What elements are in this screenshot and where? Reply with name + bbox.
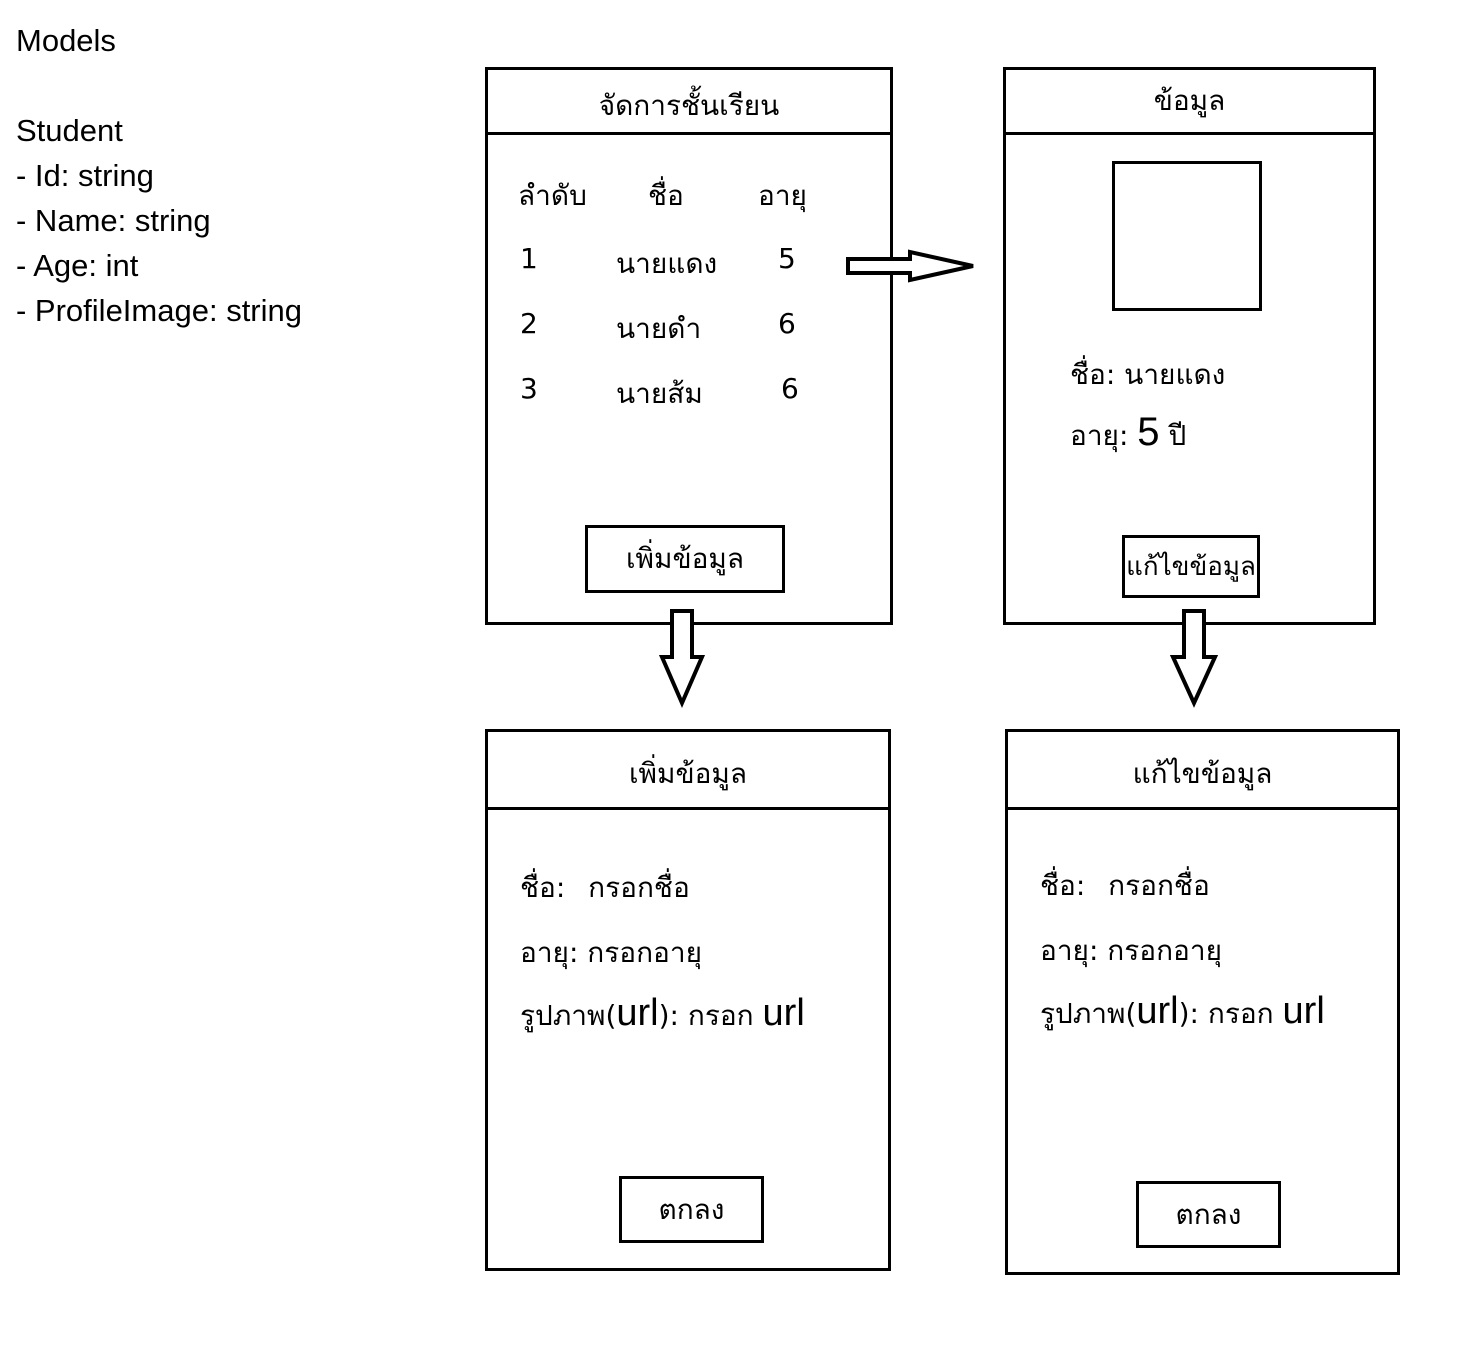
column-header-name: ชื่อ: [648, 179, 684, 212]
row-age: 6: [778, 307, 796, 340]
image-url-field-row: รูปภาพ(url): กรอก url: [1040, 990, 1325, 1036]
image-url-input[interactable]: กรอก url: [687, 992, 805, 1034]
name-value: นายแดง: [1124, 358, 1226, 391]
arrow-down-icon: [1169, 609, 1219, 708]
column-header-age: อายุ: [758, 179, 807, 212]
model-entity-name: Student: [16, 113, 123, 148]
page-title: จัดการชั้นเรียน: [598, 89, 780, 122]
model-field: - Name: string: [16, 203, 211, 238]
row-order: 3: [520, 372, 538, 405]
age-label: อายุ:: [520, 936, 579, 969]
row-name: นายดำ: [616, 312, 702, 345]
name-field-row: ชื่อ: กรอกชื่อ: [1040, 864, 1210, 908]
screen-title-bar: ข้อมูล: [1006, 70, 1373, 135]
age-label: อายุ:: [1070, 419, 1129, 452]
row-order: 1: [520, 242, 538, 275]
age-field-row: อายุ: กรอกอายุ: [1040, 929, 1222, 973]
screen-title-bar: แก้ไขข้อมูล: [1008, 732, 1397, 810]
age-label: อายุ:: [1040, 934, 1099, 967]
arrow-down-icon: [658, 609, 706, 709]
image-url-field-row: รูปภาพ(url): กรอก url: [520, 992, 805, 1038]
edit-data-button[interactable]: แก้ไขข้อมูล: [1122, 535, 1260, 598]
detail-name-row: ชื่อ: นายแดง: [1070, 353, 1225, 397]
row-age: 6: [781, 372, 799, 405]
add-data-screen: เพิ่มข้อมูล ชื่อ: กรอกชื่อ อายุ: กรอกอาย…: [485, 729, 891, 1271]
arrow-right-icon: [846, 249, 974, 283]
ok-button[interactable]: ตกลง: [1136, 1181, 1281, 1248]
name-label: ชื่อ:: [1040, 869, 1086, 902]
image-url-input[interactable]: กรอก url: [1207, 990, 1325, 1032]
profile-image-placeholder: [1112, 161, 1262, 311]
image-url-label: รูปภาพ(url):: [1040, 990, 1199, 1032]
row-age: 5: [778, 242, 796, 275]
row-name: นายส้ม: [616, 377, 703, 410]
age-value: 5: [1137, 410, 1160, 454]
model-field: - ProfileImage: string: [16, 293, 302, 328]
age-input[interactable]: กรอกอายุ: [587, 936, 703, 969]
class-list-screen: จัดการชั้นเรียน ลำดับ ชื่อ อายุ 1 นายแดง…: [485, 67, 893, 625]
screen-title-bar: เพิ่มข้อมูล: [488, 732, 888, 810]
student-detail-screen: ข้อมูล ชื่อ: นายแดง อายุ: 5 ปี แก้ไขข้อม…: [1003, 67, 1376, 625]
age-field-row: อายุ: กรอกอายุ: [520, 931, 702, 975]
screen-title-bar: จัดการชั้นเรียน: [488, 70, 890, 135]
models-heading: Models: [16, 23, 116, 58]
name-input[interactable]: กรอกชื่อ: [1108, 869, 1210, 902]
age-input[interactable]: กรอกอายุ: [1107, 934, 1223, 967]
model-field: - Id: string: [16, 158, 154, 193]
column-header-order: ลำดับ: [518, 179, 587, 212]
name-label: ชื่อ:: [520, 871, 566, 904]
ok-button[interactable]: ตกลง: [619, 1176, 764, 1243]
models-panel: Models Student - Id: string - Name: stri…: [16, 18, 302, 333]
row-name: นายแดง: [616, 247, 718, 280]
age-unit: ปี: [1168, 419, 1187, 452]
image-url-label: รูปภาพ(url):: [520, 992, 679, 1034]
page-title: เพิ่มข้อมูล: [628, 757, 748, 790]
model-field: - Age: int: [16, 248, 139, 283]
add-data-button[interactable]: เพิ่มข้อมูล: [585, 525, 785, 593]
detail-age-row: อายุ: 5 ปี: [1070, 410, 1186, 458]
row-order: 2: [520, 307, 538, 340]
name-input[interactable]: กรอกชื่อ: [588, 871, 690, 904]
page-title: ข้อมูล: [1153, 84, 1226, 117]
edit-data-screen: แก้ไขข้อมูล ชื่อ: กรอกชื่อ อายุ: กรอกอาย…: [1005, 729, 1400, 1275]
name-field-row: ชื่อ: กรอกชื่อ: [520, 866, 690, 910]
name-label: ชื่อ:: [1070, 358, 1116, 391]
page-title: แก้ไขข้อมูล: [1132, 757, 1273, 790]
